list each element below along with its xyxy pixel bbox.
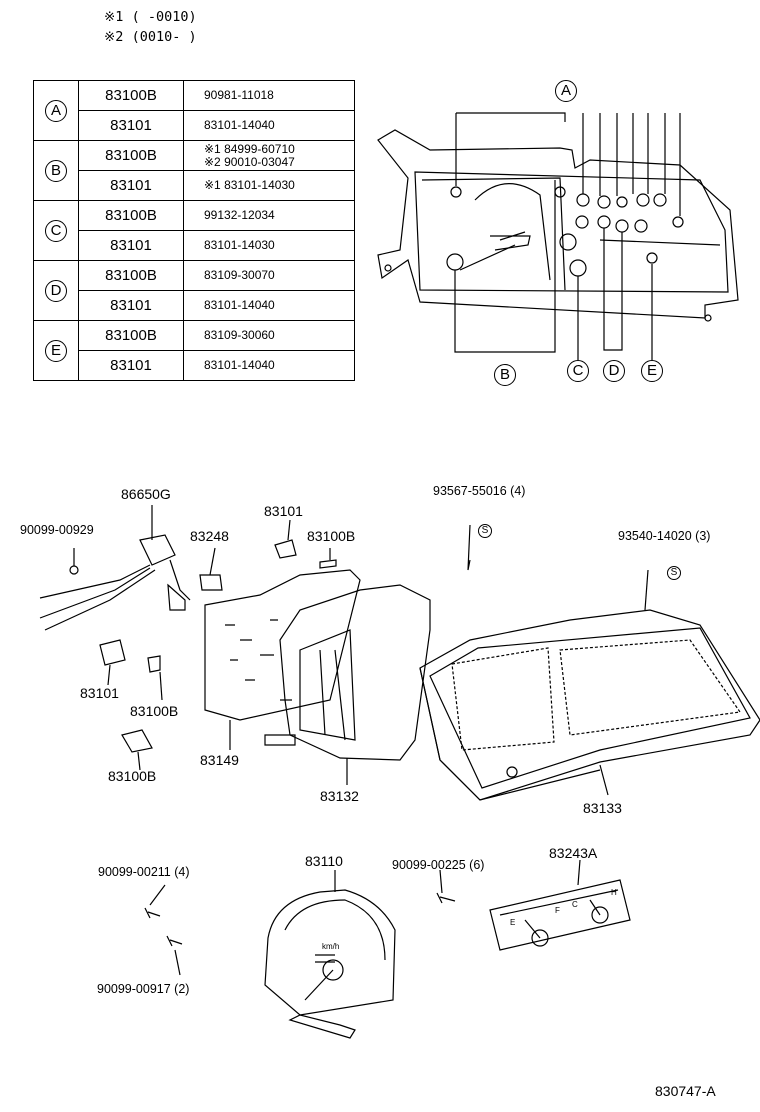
cluster-locator-drawing (377, 112, 739, 360)
label-83133: 83133 (583, 800, 622, 816)
part-number-cell: 83101-14040 (183, 110, 355, 141)
locator-label-c: C (567, 360, 589, 382)
model-cell: 83101 (78, 110, 184, 141)
wiring-86650G (39, 534, 191, 631)
label-83132: 83132 (320, 788, 359, 804)
figure-id: 830747-A (655, 1083, 716, 1099)
table-row: 83101※1 83101-14030 (34, 170, 355, 201)
group-label: C (45, 219, 67, 242)
label-83110: 83110 (305, 853, 343, 869)
group-label: A (45, 99, 67, 122)
leader-lines (107, 505, 649, 976)
gauge-83243A (489, 879, 631, 951)
model-cell: 83101 (78, 170, 184, 201)
model-cell: 83101 (78, 290, 184, 321)
part-number-cell: ※1 84999-60710 ※2 90010-03047 (183, 140, 355, 171)
label-83243A: 83243A (549, 845, 598, 861)
group-cell: E (33, 320, 79, 381)
label-90099-00211: 90099-00211 (4) (98, 865, 190, 879)
meter-housing-83133 (419, 609, 760, 801)
model-cell: 83100B (78, 260, 184, 291)
group-label: E (45, 339, 67, 362)
printed-circuit-83149 (204, 569, 361, 721)
parts-small (69, 539, 337, 753)
model-cell: 83100B (78, 140, 184, 171)
label-83101-top: 83101 (264, 503, 303, 519)
part-number-cell: 83101-14040 (183, 290, 355, 321)
label-83101-left: 83101 (80, 685, 119, 701)
group-label: D (45, 279, 67, 302)
locator-label-b: B (494, 364, 516, 386)
s-mark-1: S (478, 524, 492, 538)
s-mark-2: S (667, 566, 681, 580)
part-number-cell: 83109-30060 (183, 320, 355, 351)
speedometer-83110 (264, 889, 396, 1039)
temp-c: C (572, 900, 578, 909)
speed-unit: km/h (322, 942, 340, 951)
locator-label-e: E (641, 360, 663, 382)
fuel-e: E (510, 918, 516, 927)
label-83149: 83149 (200, 752, 239, 768)
model-cell: 83100B (78, 320, 184, 351)
locator-label-a: A (555, 80, 577, 102)
label-93540-14020: 93540-14020 (3) (618, 529, 711, 543)
part-number-cell: 83109-30070 (183, 260, 355, 291)
fuel-f: F (555, 906, 560, 915)
group-cell: C (33, 200, 79, 261)
case-83132 (264, 584, 431, 761)
label-90099-00917: 90099-00917 (2) (97, 982, 190, 996)
label-83100B-low: 83100B (108, 768, 157, 784)
label-83248: 83248 (190, 528, 229, 544)
locator-label-d: D (603, 360, 625, 382)
group-label: B (45, 159, 67, 182)
table-row: B 83100B※1 84999-60710 ※2 90010-03047 (33, 140, 355, 201)
label-83100B-mid: 83100B (130, 703, 179, 719)
label-93567-55016: 93567-55016 (4) (433, 484, 526, 498)
screws (144, 892, 456, 947)
label-90099-00225: 90099-00225 (6) (392, 858, 485, 872)
group-cell: B (33, 140, 79, 201)
part-number-cell: 83101-14040 (183, 350, 355, 381)
note-1: ※1 ( -0010) (104, 9, 197, 25)
label-90099-00929: 90099-00929 (20, 523, 94, 537)
note-2: ※2 (0010- ) (104, 29, 197, 45)
group-cell: A (33, 80, 79, 141)
label-83100B-top: 83100B (307, 528, 356, 544)
temp-h: H (611, 888, 617, 897)
label-86650G: 86650G (121, 486, 171, 502)
